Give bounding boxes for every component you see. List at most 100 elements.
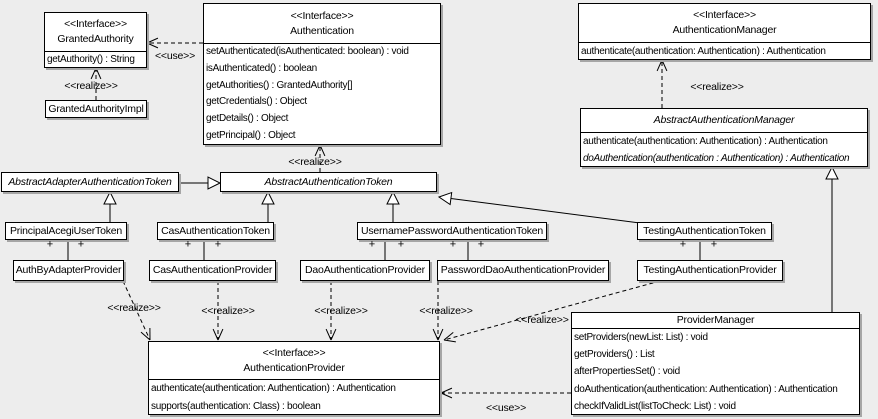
class-cas-authentication-token[interactable]: CasAuthenticationToken (157, 222, 274, 240)
class-testing-authentication-token[interactable]: TestingAuthenticationToken (637, 222, 772, 240)
method: getAuthorities() : GrantedAuthority[] (206, 79, 353, 91)
class-name: CasAuthenticationProvider (152, 264, 273, 276)
open-arrowhead-icon (212, 328, 219, 341)
generalization-arrowhead-icon (825, 165, 839, 180)
class-name: AuthenticationProvider (243, 361, 345, 374)
open-arrowhead-icon (440, 392, 453, 399)
class-name: GrantedAuthorityImpl (48, 102, 144, 115)
edge-label-use-providermanager-authprovider: <<use>> (485, 402, 527, 414)
class-title: TestingAuthenticationToken (638, 223, 771, 239)
edge-label-realize-grantedauthorityimpl-grantedauthority: <<realize>> (64, 80, 118, 92)
class-title: AbstractAdapterAuthenticationToken (2, 173, 178, 191)
method: getDetails() : Object (206, 113, 289, 125)
open-arrowhead-icon (440, 387, 453, 394)
open-arrowhead-icon (330, 328, 337, 341)
plus-mark: + (368, 238, 376, 251)
method: supports(authentication: Class) : boolea… (151, 400, 321, 412)
edge-realize-testingprovider-authprovider[interactable] (443, 280, 661, 341)
methods-compartment: getAuthority() : String (45, 51, 146, 68)
class-name: TestingAuthenticationProvider (643, 264, 777, 276)
class-title: <<Interface>> AuthenticationProvider (149, 342, 439, 379)
class-name: UsernamePasswordAuthenticationToken (360, 224, 544, 237)
edge-label-realize-casprovider-authprovider: <<realize>> (201, 305, 255, 317)
plus-mark: + (477, 238, 485, 251)
method: afterPropertiesSet() : void (574, 366, 680, 378)
class-title: GrantedAuthorityImpl (46, 101, 146, 117)
open-arrowhead-icon (437, 328, 444, 341)
methods-compartment: authenticate(authentication: Authenticat… (581, 132, 867, 167)
class-name: AbstractAuthenticationToken (264, 175, 393, 188)
method: getAuthority() : String (47, 54, 135, 65)
class-abstract-authentication-manager[interactable]: AbstractAuthenticationManager authenticat… (580, 108, 868, 167)
method: authenticate(authentication: Authenticat… (583, 136, 828, 147)
method: authenticate(authentication: Authenticat… (581, 46, 826, 57)
class-granted-authority[interactable]: <<Interface>> GrantedAuthority getAuthorit… (44, 12, 147, 68)
plus-mark: + (46, 238, 54, 251)
edge-label-realize-abstractmanager-authenticationmanager: <<realize>> (690, 81, 744, 93)
plus-mark: + (77, 238, 85, 251)
stereotype-label: <<Interface>> (64, 18, 127, 30)
stereotype-label: <<Interface>> (262, 346, 326, 359)
class-name: TestingAuthenticationToken (643, 224, 766, 237)
edge-realize-authbyadapter-authprovider[interactable] (122, 280, 151, 341)
open-arrowhead-icon (443, 339, 456, 343)
class-name: AbstractAdapterAuthenticationToken (8, 175, 172, 188)
class-name: AuthByAdapterProvider (15, 264, 122, 276)
class-title: PasswordDaoAuthenticationProvider (438, 261, 608, 280)
method: authenticate(authentication: Authenticat… (151, 383, 396, 394)
methods-compartment: authenticate(authentication: Authenticat… (579, 42, 870, 60)
methods-compartment: setAuthenticated(isAuthenticated: boolea… (204, 43, 440, 145)
class-authentication-provider[interactable]: <<Interface>> AuthenticationProvider authe… (148, 341, 440, 415)
class-title: <<Interface>> GrantedAuthority (45, 13, 146, 51)
class-password-dao-authentication-provider[interactable]: PasswordDaoAuthenticationProvider (437, 260, 609, 281)
class-name: GrantedAuthority (57, 33, 134, 45)
class-name: PrincipalAcegiUserToken (9, 224, 123, 237)
plus-mark: + (449, 238, 457, 251)
class-abstract-adapter-authentication-token[interactable]: AbstractAdapterAuthenticationToken (1, 172, 179, 192)
class-name: PasswordDaoAuthenticationProvider (440, 264, 606, 276)
open-arrowhead-icon (443, 332, 454, 341)
method: getProviders() : List (574, 349, 655, 361)
edge-label-realize-daoprovider-authprovider: <<realize>> (314, 305, 368, 317)
class-title: ProviderManager (572, 313, 859, 328)
class-title: AuthByAdapterProvider (14, 261, 123, 280)
edge-gen-testingtoken-abstracttoken[interactable] (450, 198, 641, 224)
class-testing-authentication-provider[interactable]: TestingAuthenticationProvider (637, 260, 783, 281)
plus-mark: + (397, 238, 405, 251)
class-granted-authority-impl[interactable]: GrantedAuthorityImpl (45, 100, 147, 118)
class-title: CasAuthenticationProvider (150, 261, 275, 280)
class-provider-manager[interactable]: ProviderManager setProviders(newList: Lis… (571, 312, 860, 415)
class-title: CasAuthenticationToken (158, 223, 273, 239)
open-arrowhead-icon (146, 37, 159, 44)
open-arrowhead-icon (140, 331, 151, 341)
class-auth-by-adapter-provider[interactable]: AuthByAdapterProvider (13, 260, 124, 281)
open-arrowhead-icon (90, 67, 97, 80)
generalization-arrowhead-icon (261, 190, 275, 205)
generalization-arrowhead-icon (437, 191, 453, 206)
class-cas-authentication-provider[interactable]: CasAuthenticationProvider (149, 260, 276, 281)
class-principal-acegi-user-token[interactable]: PrincipalAcegiUserToken (5, 222, 127, 240)
class-title: UsernamePasswordAuthenticationToken (358, 223, 546, 239)
class-name: DaoAuthenticationProvider (305, 264, 425, 276)
plus-mark: + (679, 238, 687, 251)
method: getCredentials() : Object (206, 96, 307, 108)
edge-label-realize-authbyadapter-authprovider: <<realize>> (107, 302, 161, 314)
method: getPrincipal() : Object (206, 130, 296, 142)
method: doAuthentication(authentication : Authen… (583, 153, 850, 164)
open-arrowhead-icon (314, 144, 321, 157)
class-title: PrincipalAcegiUserToken (6, 223, 126, 239)
class-name: ProviderManager (676, 314, 755, 326)
class-dao-authentication-provider[interactable]: DaoAuthenticationProvider (300, 260, 430, 281)
class-username-password-authentication-token[interactable]: UsernamePasswordAuthenticationToken (357, 222, 547, 240)
class-title: <<Interface>>Authentication (204, 4, 440, 43)
class-title: TestingAuthenticationProvider (638, 261, 782, 280)
class-abstract-authentication-token[interactable]: AbstractAuthenticationToken (220, 172, 437, 192)
method: doAuthentication(authentication: Authent… (574, 383, 838, 395)
class-name: AbstractAuthenticationManager (653, 114, 795, 126)
open-arrowhead-icon (217, 328, 224, 341)
